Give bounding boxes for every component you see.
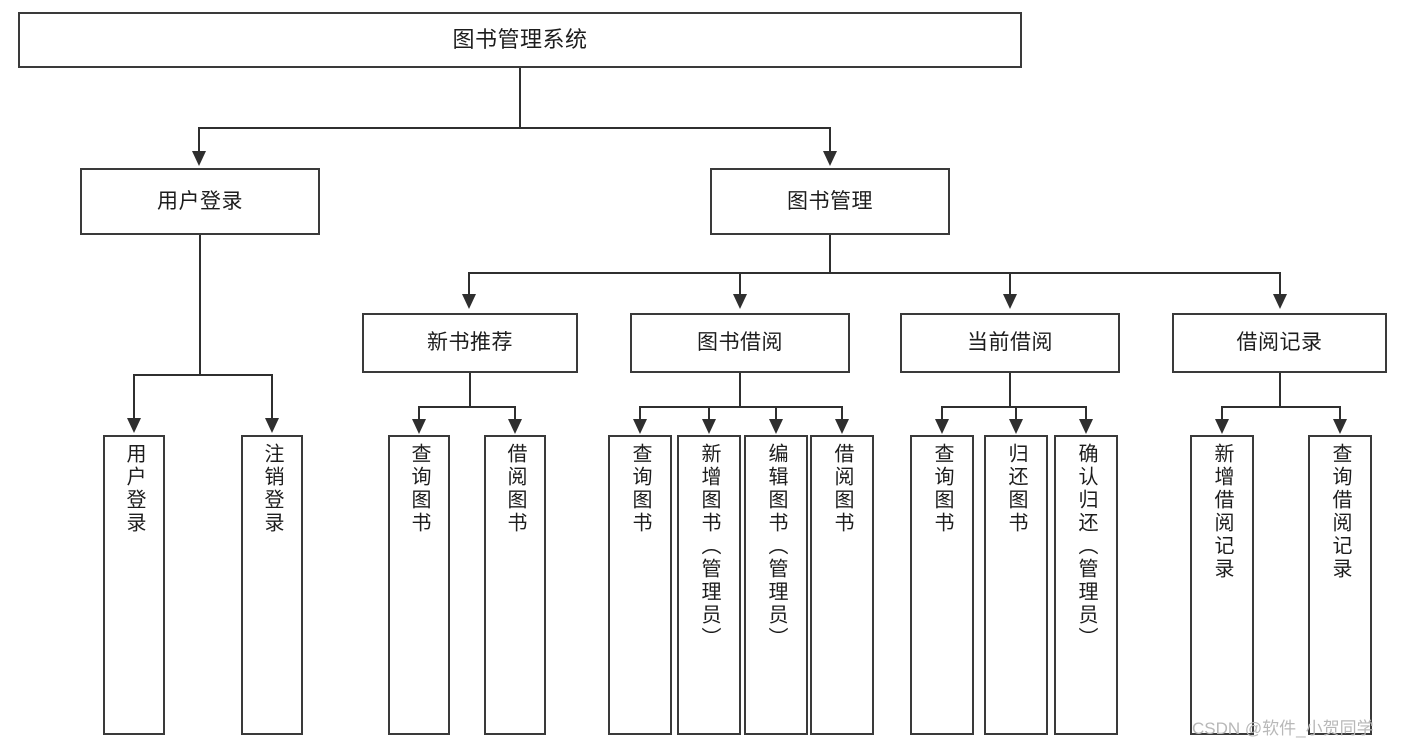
leaf-user-login[interactable]: 用户登录 (103, 435, 165, 735)
leaf-confirm-return-admin[interactable]: 确认归还（管理员） (1054, 435, 1118, 735)
arrowhead-bb-add (702, 419, 716, 434)
leaf-label: 查询图书 (408, 443, 430, 535)
connector-drop-br-query (1339, 406, 1341, 420)
connector-drop-user-login (198, 127, 200, 151)
connector-current-borrow-bus (941, 406, 1086, 408)
connector-drop-cb-return (1015, 406, 1017, 420)
connector-drop-nb-borrow (514, 406, 516, 420)
arrowhead-leaf-user-login (127, 418, 141, 433)
arrowhead-br-query (1333, 419, 1347, 434)
leaf-query-books-borrow[interactable]: 查询图书 (608, 435, 672, 735)
arrowhead-bb-query (633, 419, 647, 434)
leaf-query-books-current[interactable]: 查询图书 (910, 435, 974, 735)
node-book-management[interactable]: 图书管理 (710, 168, 950, 235)
node-label: 图书管理系统 (452, 26, 588, 52)
connector-user-login-bus (133, 374, 272, 376)
connector-current-borrow-stem (1009, 373, 1011, 407)
leaf-label: 新增借阅记录 (1211, 443, 1233, 581)
node-label: 用户登录 (157, 189, 243, 213)
node-current-borrow[interactable]: 当前借阅 (900, 313, 1120, 373)
connector-drop-leaf-user-login (133, 374, 135, 420)
connector-book-manage-stem (829, 235, 831, 273)
leaf-return-book[interactable]: 归还图书 (984, 435, 1048, 735)
leaf-label: 编辑图书（管理员） (765, 443, 787, 650)
connector-drop-cb-confirm (1085, 406, 1087, 420)
leaf-label: 注销登录 (261, 443, 283, 535)
connector-drop-current-borrow (1009, 272, 1011, 294)
connector-drop-borrow-records (1279, 272, 1281, 294)
connector-borrow-records-stem (1279, 373, 1281, 407)
connector-drop-bb-add (708, 406, 710, 420)
leaf-label: 借阅图书 (504, 443, 526, 535)
leaf-borrow-books-new[interactable]: 借阅图书 (484, 435, 546, 735)
connector-drop-bb-borrow (841, 406, 843, 420)
arrowhead-user-login (192, 151, 206, 166)
leaf-edit-book-admin[interactable]: 编辑图书（管理员） (744, 435, 808, 735)
connector-book-manage-bus (468, 272, 1280, 274)
arrowhead-bb-borrow (835, 419, 849, 434)
connector-drop-new-books (468, 272, 470, 294)
leaf-label: 确认归还（管理员） (1075, 443, 1097, 650)
connector-book-borrow-stem (739, 373, 741, 407)
leaf-label: 查询借阅记录 (1329, 443, 1351, 581)
node-label: 借阅记录 (1236, 331, 1323, 355)
node-label: 图书借阅 (697, 331, 783, 355)
leaf-label: 用户登录 (123, 443, 145, 535)
connector-drop-bb-query (639, 406, 641, 420)
leaf-query-borrow-record[interactable]: 查询借阅记录 (1308, 435, 1372, 735)
leaf-borrow-book[interactable]: 借阅图书 (810, 435, 874, 735)
node-new-book-recommend[interactable]: 新书推荐 (362, 313, 578, 373)
arrowhead-current-borrow (1003, 294, 1017, 309)
connector-drop-cb-query (941, 406, 943, 420)
arrowhead-new-books (462, 294, 476, 309)
arrowhead-nb-query (412, 419, 426, 434)
connector-root-bus (198, 127, 831, 129)
leaf-logout[interactable]: 注销登录 (241, 435, 303, 735)
connector-drop-book-manage (829, 127, 831, 151)
connector-user-login-stem (199, 235, 201, 375)
arrowhead-cb-return (1009, 419, 1023, 434)
leaf-query-books-new[interactable]: 查询图书 (388, 435, 450, 735)
node-user-login[interactable]: 用户登录 (80, 168, 320, 235)
node-borrow-records[interactable]: 借阅记录 (1172, 313, 1387, 373)
connector-book-borrow-bus (639, 406, 842, 408)
arrowhead-cb-query (935, 419, 949, 434)
arrowhead-leaf-logout (265, 418, 279, 433)
arrowhead-book-manage (823, 151, 837, 166)
arrowhead-br-add (1215, 419, 1229, 434)
node-label: 新书推荐 (427, 331, 513, 355)
node-book-borrow[interactable]: 图书借阅 (630, 313, 850, 373)
connector-drop-bb-edit (775, 406, 777, 420)
leaf-label: 新增图书（管理员） (698, 443, 720, 650)
arrowhead-nb-borrow (508, 419, 522, 434)
connector-drop-br-add (1221, 406, 1223, 420)
leaf-add-borrow-record[interactable]: 新增借阅记录 (1190, 435, 1254, 735)
connector-borrow-records-bus (1221, 406, 1339, 408)
connector-new-books-bus (418, 406, 516, 408)
node-label: 图书管理 (787, 189, 873, 213)
leaf-add-book-admin[interactable]: 新增图书（管理员） (677, 435, 741, 735)
leaf-label: 归还图书 (1005, 443, 1027, 535)
connector-drop-nb-query (418, 406, 420, 420)
connector-new-books-stem (469, 373, 471, 407)
leaf-label: 查询图书 (931, 443, 953, 535)
arrowhead-bb-edit (769, 419, 783, 434)
leaf-label: 借阅图书 (831, 443, 853, 535)
node-label: 当前借阅 (967, 331, 1053, 355)
connector-drop-book-borrow (739, 272, 741, 294)
arrowhead-borrow-records (1273, 294, 1287, 309)
connector-root-stem (519, 68, 521, 128)
arrowhead-book-borrow (733, 294, 747, 309)
leaf-label: 查询图书 (629, 443, 651, 535)
arrowhead-cb-confirm (1079, 419, 1093, 434)
node-root-system[interactable]: 图书管理系统 (18, 12, 1022, 68)
connector-drop-leaf-logout (271, 374, 273, 420)
